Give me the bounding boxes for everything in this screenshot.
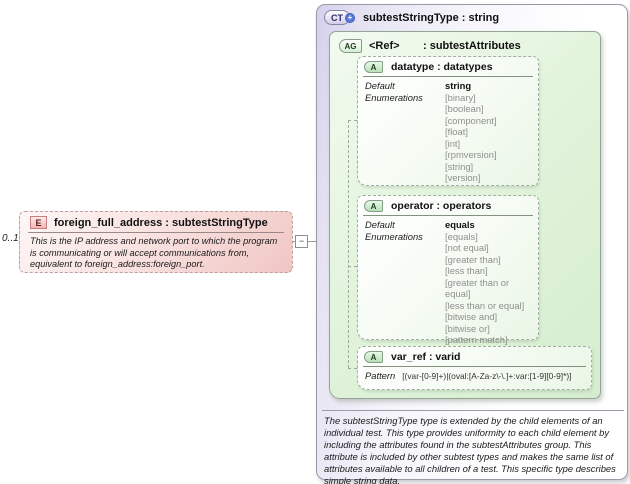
cardinality-label: 0..1 — [2, 233, 19, 244]
enumeration-value: [binary] — [445, 91, 476, 103]
type-annotation: The subtestStringType type is extended b… — [324, 415, 616, 484]
facet-label: Default — [365, 80, 395, 91]
enumeration-value: [greater than] — [445, 253, 501, 265]
attribute-box-var-ref[interactable]: A var_ref : varid Pattern [(var-[0-9]+)|… — [357, 346, 592, 390]
element-description: This is the IP address and network port … — [30, 236, 278, 270]
attribute-group-type: : subtestAttributes — [423, 40, 521, 52]
enumeration-value: [greater than or equal] — [445, 276, 510, 300]
attribute-group-header: AG <Ref> : subtestAttributes — [330, 32, 600, 53]
element-header: E foreign_full_address : subtestStringTy… — [20, 212, 292, 231]
tree-connector-stub — [348, 266, 357, 267]
attribute-box-datatype[interactable]: A datatype : datatypes Default Enumerati… — [357, 56, 539, 186]
attribute-header: A operator : operators — [358, 196, 538, 214]
attribute-divider — [363, 76, 533, 77]
tree-connector-stub — [348, 368, 357, 369]
complex-type-title: subtestStringType : string — [363, 11, 500, 24]
minus-icon: − — [298, 236, 305, 246]
element-title: foreign_full_address : subtestStringType — [54, 216, 268, 229]
enumeration-value: [pattern match] — [445, 334, 508, 345]
attribute-group-box[interactable]: AG <Ref> : subtestAttributes A datatype … — [329, 31, 601, 399]
enumeration-value: [bitwise and] — [445, 311, 498, 322]
facet-label: Enumerations — [365, 91, 423, 103]
attribute-icon: A — [364, 200, 383, 212]
tree-connector-line — [348, 120, 349, 368]
attribute-icon: A — [364, 61, 383, 73]
enumeration-value: [less than] — [445, 265, 488, 276]
plus-icon: + — [345, 12, 355, 23]
facet-label: Default — [365, 219, 395, 230]
facet-values: equals [equals] [not equal] [greater tha… — [445, 219, 532, 346]
enumeration-value: [float] — [445, 126, 468, 137]
enumeration-value: [version] — [445, 172, 481, 183]
attribute-header: A var_ref : varid — [358, 347, 591, 365]
enumeration-value: [rpmversion] — [445, 149, 497, 160]
pattern-row: Pattern [(var-[0-9]+)|(oval:[A-Za-z\-\.]… — [358, 367, 591, 381]
attribute-box-operator[interactable]: A operator : operators Default Enumerati… — [357, 195, 539, 345]
attribute-icon: A — [364, 351, 383, 363]
enumeration-value: [less than or equal] — [445, 299, 525, 311]
pattern-value: [(var-[0-9]+)|(oval:[A-Za-z\-\.]+:var:[1… — [402, 371, 572, 381]
facet-label: Pattern — [365, 370, 396, 381]
attribute-title: var_ref : varid — [391, 351, 461, 363]
attribute-group-ref: <Ref> — [369, 40, 400, 52]
attribute-title: operator : operators — [391, 200, 492, 212]
complex-type-box[interactable]: CT + subtestStringType : string AG <Ref>… — [316, 4, 628, 484]
enumeration-value: [boolean] — [445, 103, 484, 114]
facet-labels: Default Enumerations — [365, 219, 445, 346]
collapse-toggle-button[interactable]: − — [295, 235, 308, 248]
enumeration-value: [equals] — [445, 230, 478, 242]
enumeration-value: [component] — [445, 114, 497, 126]
annotation-divider — [322, 410, 624, 411]
enumeration-value: [bitwise or] — [445, 322, 490, 334]
element-divider — [28, 232, 284, 233]
tree-connector-stub — [348, 120, 357, 121]
element-box[interactable]: E foreign_full_address : subtestStringTy… — [19, 211, 293, 273]
default-value: equals — [445, 219, 475, 230]
facet-values: string [binary] [boolean] [component] [f… — [445, 80, 497, 184]
facet-labels: Default Enumerations — [365, 80, 445, 184]
complex-type-header: CT + subtestStringType : string — [324, 10, 499, 25]
element-icon: E — [30, 216, 47, 229]
attribute-divider — [363, 366, 586, 367]
attribute-divider — [363, 215, 533, 216]
complex-type-icon: CT + — [324, 10, 355, 25]
attribute-group-icon: AG — [339, 39, 362, 53]
default-value: string — [445, 80, 472, 91]
attribute-title: datatype : datatypes — [391, 61, 493, 73]
enumeration-value: [int] — [445, 137, 461, 149]
ct-badge: CT — [324, 10, 350, 25]
attribute-header: A datatype : datatypes — [358, 57, 538, 75]
enumeration-value: [not equal] — [445, 242, 489, 253]
facet-label: Enumerations — [365, 230, 423, 242]
facet-table: Default Enumerations equals [equals] [no… — [358, 216, 538, 346]
enumeration-value: [string] — [445, 160, 474, 172]
facet-table: Default Enumerations string [binary] [bo… — [358, 77, 538, 184]
